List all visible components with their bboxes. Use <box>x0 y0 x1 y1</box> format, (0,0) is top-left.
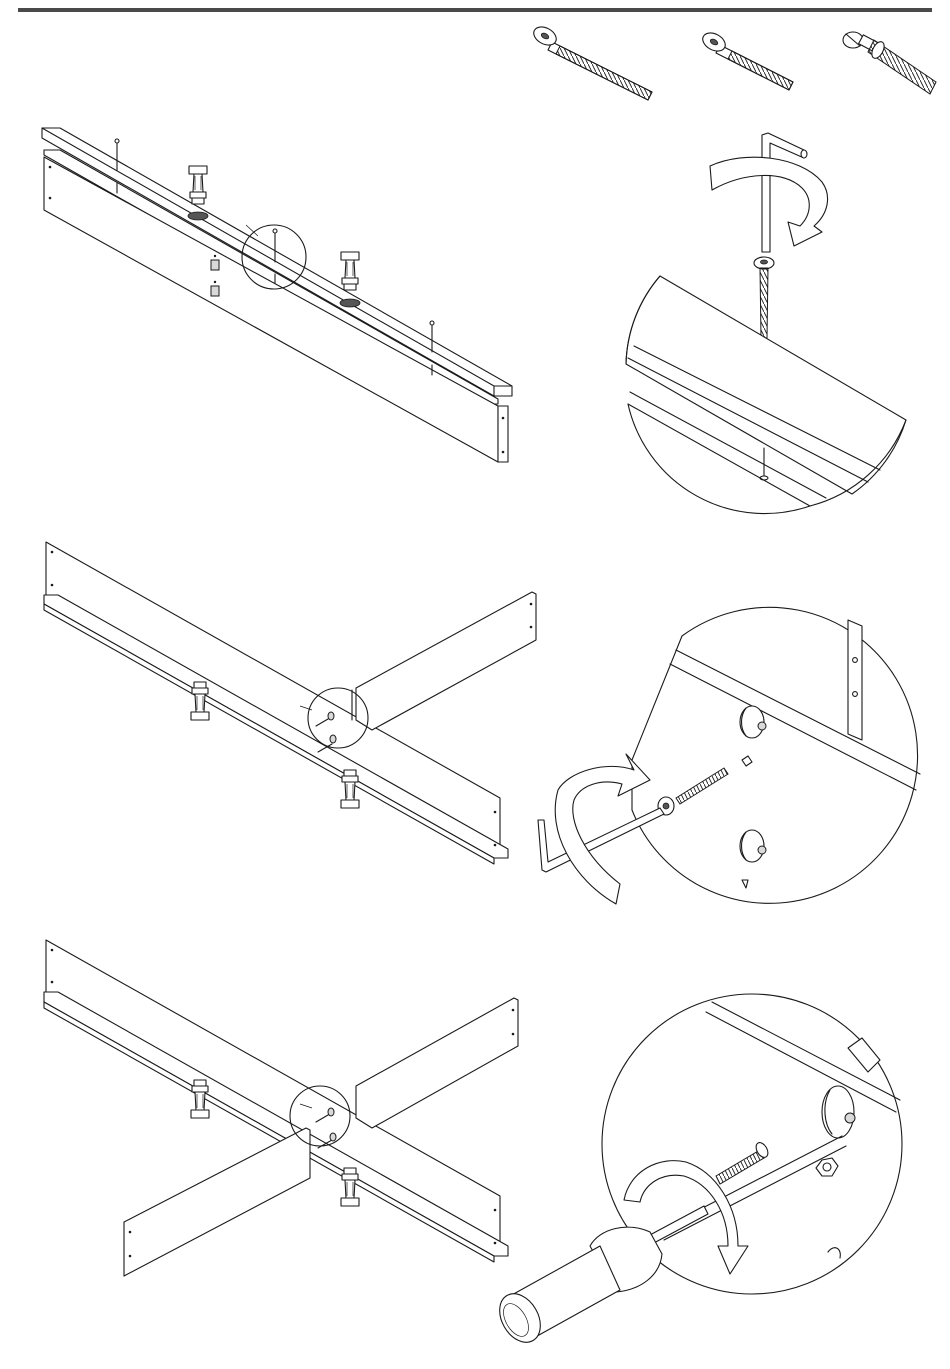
step-3-detail <box>491 994 902 1350</box>
adjustable-leg-right <box>341 1168 359 1206</box>
cross-panel-right <box>356 998 518 1128</box>
cross-panel <box>352 592 536 730</box>
top-rail <box>44 940 508 1262</box>
top-rail <box>42 128 512 404</box>
step-2-assembly <box>44 542 536 864</box>
hex-socket-long-bolt-icon <box>531 23 652 100</box>
top-rail <box>44 542 508 864</box>
step-3-assembly <box>44 940 518 1276</box>
rotation-arrow-icon <box>555 754 650 904</box>
step-2-detail <box>538 607 920 904</box>
hex-socket-short-bolt-icon <box>700 29 793 90</box>
header-rule <box>18 8 932 12</box>
adjustable-leg-right <box>341 770 359 808</box>
step-1-assembly <box>42 128 512 462</box>
hardware-row <box>531 23 936 100</box>
screwdriver-icon <box>491 1206 708 1350</box>
long-side-panel <box>44 157 508 462</box>
cam-lock <box>822 1086 855 1138</box>
step-1-detail <box>626 133 906 514</box>
cam-dowel-icon <box>843 32 936 94</box>
cross-panel-left <box>124 1128 310 1276</box>
detail-circle-2 <box>632 607 920 903</box>
